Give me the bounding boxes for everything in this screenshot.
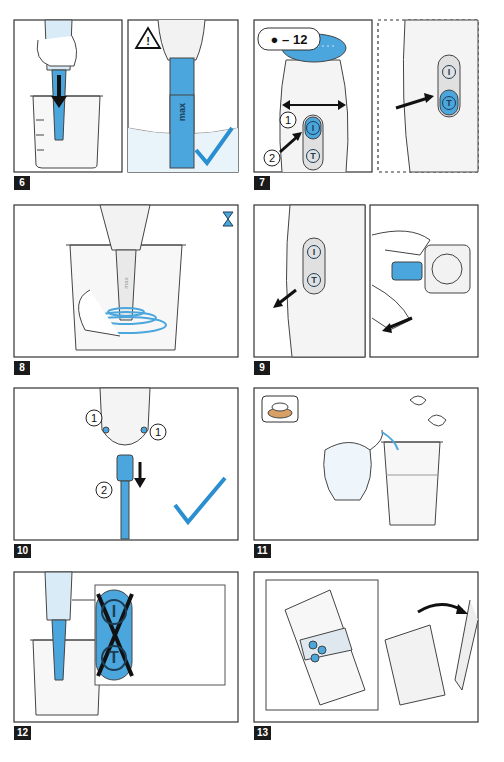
button-symbol: T (307, 273, 321, 287)
svg-text:!: ! (146, 35, 150, 47)
step-number: 8 (14, 361, 30, 375)
step-panel: 12 (14, 572, 238, 722)
callout-number: 1 (86, 410, 103, 427)
step-number: 7 (254, 176, 270, 190)
step-number: 13 (254, 726, 271, 740)
speed-range: ● – 12 (271, 32, 308, 47)
callout-number: 1 (150, 424, 167, 441)
step-panel: 6 (14, 20, 238, 172)
callout-number: 1 (280, 112, 297, 129)
step-panel: 13 (254, 572, 478, 722)
button-symbol: T (442, 96, 456, 110)
button-symbol: T (101, 645, 127, 671)
callout-number: 2 (264, 150, 281, 167)
button-symbol: I (306, 121, 320, 135)
step-number: 6 (14, 176, 30, 190)
step-number: 9 (254, 361, 270, 375)
fill-mark: max (177, 103, 187, 121)
step-panel: 10 (14, 388, 238, 540)
step-number: 10 (14, 544, 31, 558)
step-panel: 11 (254, 388, 478, 540)
button-symbol: I (442, 65, 456, 79)
step-panel: 9 (254, 205, 478, 357)
fill-mark: max (123, 277, 129, 288)
step-number: 11 (254, 544, 271, 558)
button-symbol: I (307, 245, 321, 259)
callout-number: 2 (96, 482, 113, 499)
step-number: 12 (14, 726, 31, 740)
button-symbol: T (306, 149, 320, 163)
button-symbol: I (101, 599, 127, 625)
